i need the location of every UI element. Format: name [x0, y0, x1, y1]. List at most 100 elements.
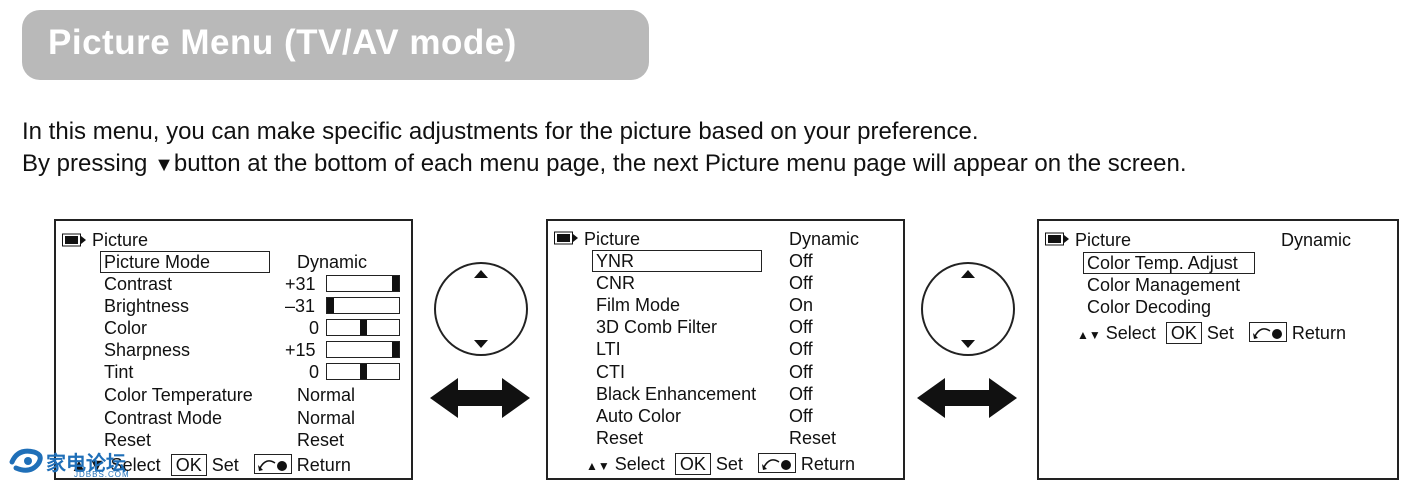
slider-knob — [360, 320, 367, 335]
menu-item-color-management[interactable]: Color Management — [1087, 275, 1241, 295]
menu-item-contrast-mode[interactable]: Contrast Mode — [104, 408, 223, 428]
selection-highlight — [100, 251, 270, 273]
value-brightness: –31 — [285, 296, 316, 316]
picture-menu-page-3: Picture Dynamic Color Temp. Adjust Color… — [1037, 219, 1399, 480]
footer-select: Select — [1105, 323, 1156, 343]
value-cnr: Off — [789, 273, 813, 293]
watermark-subtext: JDBBS.COM — [74, 470, 130, 479]
value-film-mode: On — [789, 295, 814, 315]
menu-item-color[interactable]: Color — [104, 318, 148, 338]
menu-item-black-enhancement[interactable]: Black Enhancement — [596, 384, 757, 404]
header-value: Dynamic — [789, 229, 860, 249]
value-sharpness: +15 — [285, 340, 316, 360]
return-button-icon — [253, 454, 292, 474]
intro-line-2-post: button at the bottom of each menu page, … — [173, 150, 1187, 177]
footer-return: Return — [1291, 323, 1346, 343]
header-value: Dynamic — [1281, 230, 1352, 250]
value-ynr: Off — [789, 251, 813, 271]
slider-knob — [327, 298, 334, 313]
value-color-temperature: Normal — [297, 385, 356, 405]
ok-button-icon: OK — [170, 454, 207, 476]
menu-footer: ▲▼ Select OK Set Return — [1077, 322, 1346, 345]
value-contrast: +31 — [285, 274, 316, 294]
watermark-logo — [9, 448, 43, 473]
contrast-slider[interactable] — [326, 275, 400, 292]
return-button-icon — [757, 453, 796, 473]
double-arrow-icon — [430, 378, 530, 418]
menu-item-color-temperature[interactable]: Color Temperature — [104, 385, 253, 405]
down-triangle-icon: ▼ — [154, 154, 174, 176]
picture-menu-icon — [554, 231, 578, 245]
menu-item-film-mode[interactable]: Film Mode — [596, 295, 681, 315]
value-contrast-mode: Normal — [297, 408, 356, 428]
slider-knob — [360, 364, 367, 379]
footer-set: Set — [715, 454, 743, 474]
section-title: Picture Menu (TV/AV mode) — [48, 23, 517, 62]
menu-footer: ▲▼ Select OK Set Return — [70, 454, 351, 476]
menu-header: Picture — [92, 230, 149, 250]
selection-highlight — [1083, 252, 1255, 274]
menu-item-tint[interactable]: Tint — [104, 362, 134, 382]
tint-slider[interactable] — [326, 363, 400, 380]
footer-return: Return — [296, 455, 351, 475]
up-down-navigation-icon — [921, 262, 1015, 356]
menu-item-brightness[interactable]: Brightness — [104, 296, 190, 316]
sharpness-slider[interactable] — [326, 341, 400, 358]
menu-item-lti[interactable]: LTI — [596, 339, 621, 359]
up-down-arrows-icon: ▲▼ — [1077, 328, 1101, 342]
intro-line-2: By pressing ▼button at the bottom of eac… — [22, 150, 1187, 178]
up-down-arrows-icon: ▲▼ — [586, 459, 610, 473]
footer-return: Return — [800, 454, 855, 474]
menu-item-picture-mode[interactable]: Picture Mode — [104, 252, 211, 272]
menu-item-reset[interactable]: Reset — [104, 430, 152, 450]
intro-line-1: In this menu, you can make specific adju… — [22, 118, 979, 145]
menu-item-cnr[interactable]: CNR — [596, 273, 635, 293]
menu-item-cti[interactable]: CTI — [596, 362, 625, 382]
menu-item-sharpness[interactable]: Sharpness — [104, 340, 191, 360]
color-slider[interactable] — [326, 319, 400, 336]
value-tint: 0 — [309, 362, 320, 382]
footer-select: Select — [614, 454, 665, 474]
footer-select: Select — [110, 455, 161, 475]
watermark-text: 家电论坛 — [46, 453, 126, 475]
double-arrow-icon — [917, 378, 1017, 418]
menu-footer: ▲▼ Select OK Set Return — [586, 453, 855, 476]
menu-item-contrast[interactable]: Contrast — [104, 274, 173, 294]
up-down-arrows-icon: ▲▼ — [70, 455, 106, 475]
menu-item-color-decoding[interactable]: Color Decoding — [1087, 297, 1212, 317]
up-triangle-icon — [474, 270, 488, 278]
menu-item-auto-color[interactable]: Auto Color — [596, 406, 682, 426]
picture-menu-icon — [62, 233, 86, 247]
intro-line-2-pre: By pressing — [22, 150, 155, 177]
picture-menu-page-1: Picture Picture Mode Dynamic Contrast +3… — [54, 219, 413, 480]
value-reset: Reset — [789, 428, 837, 448]
up-triangle-icon — [961, 270, 975, 278]
menu-item-ynr[interactable]: YNR — [596, 251, 635, 271]
down-triangle-icon — [961, 340, 975, 348]
value-3d-comb-filter: Off — [789, 317, 813, 337]
section-banner: Picture Menu (TV/AV mode) — [22, 10, 649, 80]
menu-header: Picture — [584, 229, 641, 249]
footer-set: Set — [1206, 323, 1234, 343]
value-color: 0 — [309, 318, 320, 338]
menu-item-3d-comb-filter[interactable]: 3D Comb Filter — [596, 317, 718, 337]
return-button-icon — [1248, 322, 1287, 342]
value-cti: Off — [789, 362, 813, 382]
menu-item-reset[interactable]: Reset — [596, 428, 644, 448]
value-reset: Reset — [297, 430, 345, 450]
value-black-enhancement: Off — [789, 384, 813, 404]
menu-item-color-temp-adjust[interactable]: Color Temp. Adjust — [1087, 253, 1238, 273]
ok-button-icon: OK — [674, 453, 711, 475]
footer-set: Set — [211, 455, 239, 475]
down-triangle-icon — [474, 340, 488, 348]
value-picture-mode: Dynamic — [297, 252, 368, 272]
up-down-navigation-icon — [434, 262, 528, 356]
ok-button-icon: OK — [1165, 322, 1202, 344]
picture-menu-icon — [1045, 232, 1069, 246]
selection-highlight — [592, 250, 762, 272]
brightness-slider[interactable] — [326, 297, 400, 314]
menu-header: Picture — [1075, 230, 1132, 250]
slider-knob — [392, 276, 399, 291]
slider-knob — [392, 342, 399, 357]
picture-menu-page-2: Picture Dynamic YNR Off CNR Off Film Mod… — [546, 219, 905, 480]
